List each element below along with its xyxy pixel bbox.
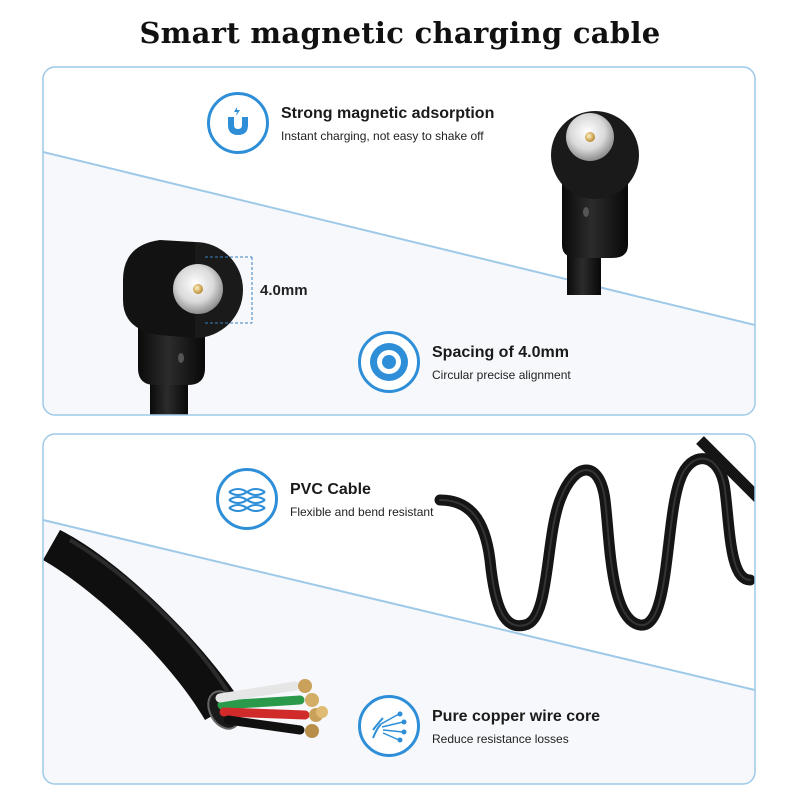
braided-cable-icon: [216, 468, 278, 530]
panel-bottom: [42, 433, 756, 785]
feature-title: PVC Cable: [290, 480, 371, 498]
magnet-icon: [207, 92, 269, 154]
feature-magnetic: Strong magnetic adsorption Instant charg…: [207, 92, 494, 154]
cable-cross-section: [43, 530, 328, 738]
feature-subtitle: Instant charging, not easy to shake off: [281, 128, 484, 143]
feature-title: Pure copper wire core: [432, 707, 601, 725]
feature-subtitle: Reduce resistance losses: [432, 731, 569, 746]
feature-title: Strong magnetic adsorption: [281, 104, 495, 122]
page-title: Smart magnetic charging cable: [139, 16, 661, 50]
dimension-bracket: [205, 256, 253, 324]
feature-title: Spacing of 4.0mm: [432, 343, 569, 361]
feature-pvc-cable: PVC Cable Flexible and bend resistant: [216, 468, 433, 530]
target-icon: [358, 331, 420, 393]
feature-spacing: Spacing of 4.0mm Circular precise alignm…: [358, 331, 571, 393]
feature-subtitle: Circular precise alignment: [432, 367, 571, 382]
magnetic-connector-left: [123, 240, 243, 415]
copper-wire-icon: [358, 695, 420, 757]
dimension-label: 4.0mm: [260, 282, 308, 299]
feature-copper-core: Pure copper wire core Reduce resistance …: [358, 695, 600, 757]
magnetic-connector-right: [551, 111, 639, 295]
panel-top: [42, 66, 756, 416]
feature-subtitle: Flexible and bend resistant: [290, 504, 434, 519]
